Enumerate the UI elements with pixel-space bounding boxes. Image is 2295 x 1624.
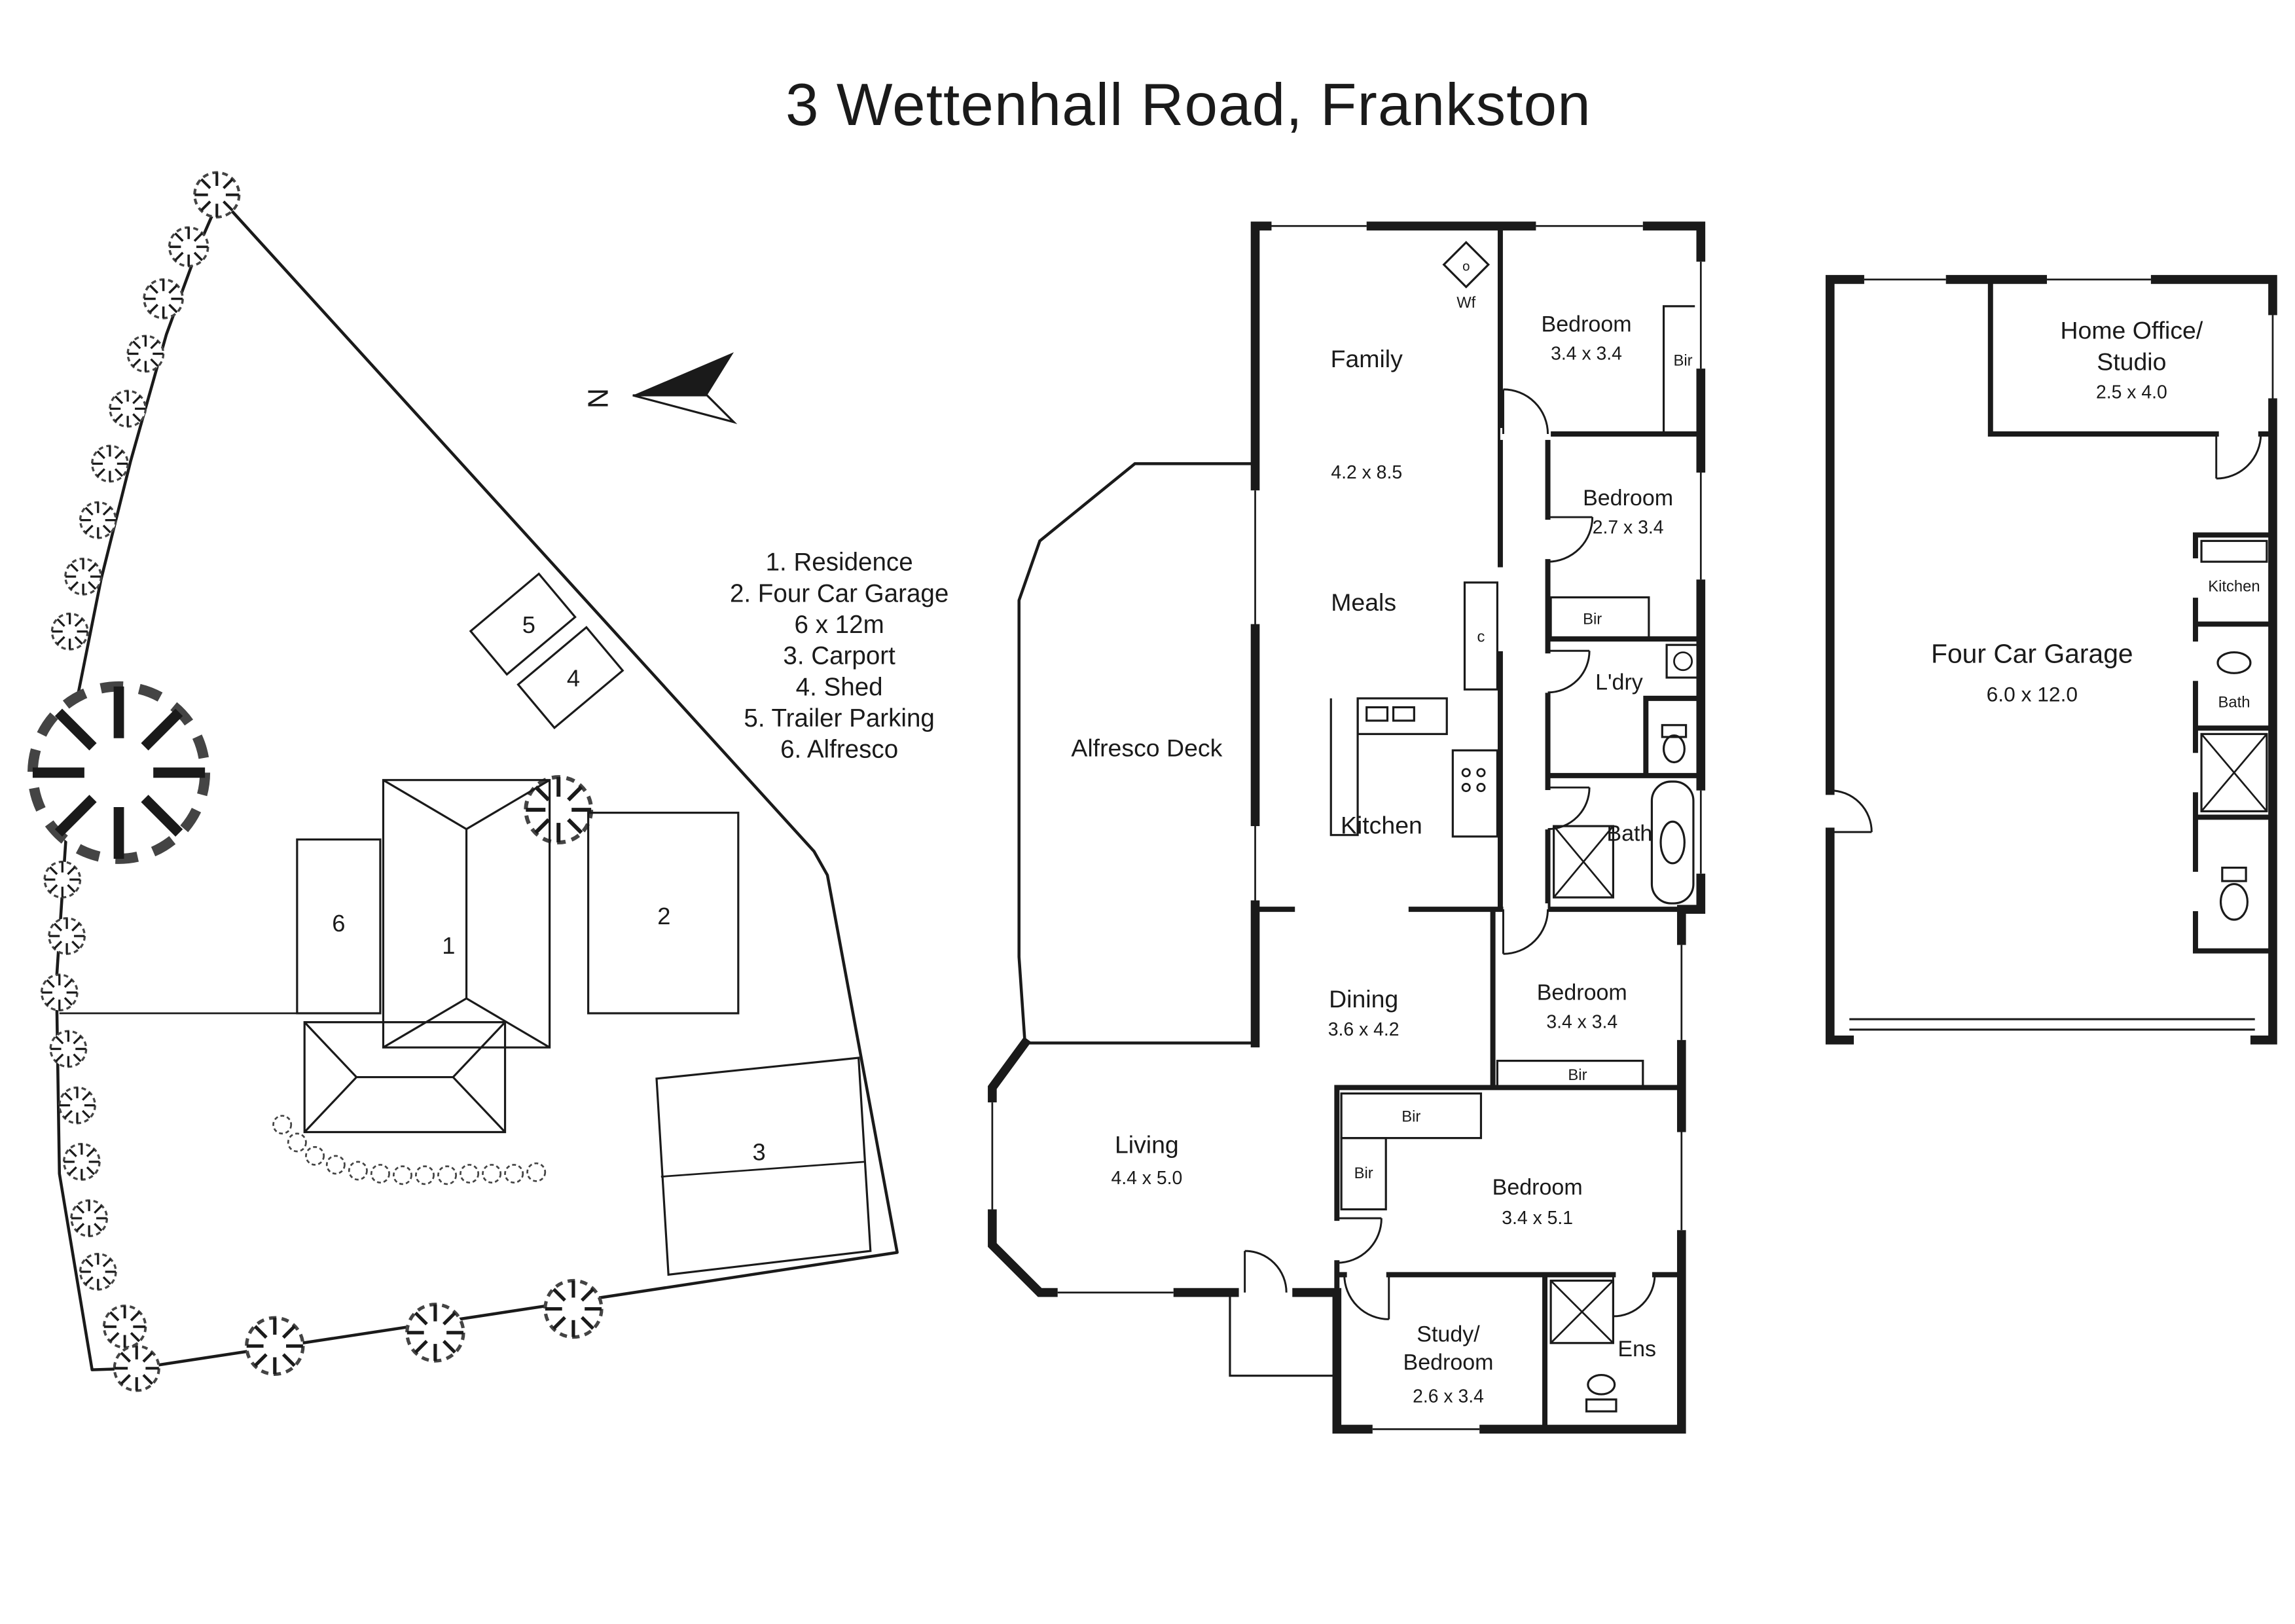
- carport-outline: [655, 1056, 872, 1276]
- site-garage-outline: [587, 812, 740, 1015]
- north-arrow-light: [632, 394, 738, 424]
- boundary-trees: [33, 173, 602, 1391]
- garage-plan: Home Office/ Studio 2.5 x 4.0 Four Car G…: [1825, 273, 2279, 1045]
- label-alfresco-deck: Alfresco Deck: [1071, 734, 1222, 761]
- dims-dining: 3.6 x 4.2: [1328, 1019, 1400, 1040]
- site-legend: 1. Residence 2. Four Car Garage 6 x 12m …: [730, 549, 949, 764]
- label-study-line1: Study/: [1417, 1322, 1480, 1346]
- marker-shed: 4: [567, 665, 580, 692]
- marker-garage: 2: [657, 903, 670, 929]
- built-in-robes: [1340, 305, 1702, 1211]
- garden-beds: [272, 1115, 547, 1185]
- marker-alfresco: 6: [332, 910, 345, 937]
- garage-doors: [1830, 433, 2262, 833]
- north-arrow-dark: [632, 352, 734, 395]
- site-plan: N 1. Residence 2. Four Car Garage 6 x 12…: [33, 173, 949, 1391]
- label-bir-2: Bir: [1583, 610, 1602, 628]
- label-four-car-garage: Four Car Garage: [1931, 638, 2133, 668]
- dims-home-office: 2.5 x 4.0: [2096, 382, 2167, 403]
- shed-outline: [516, 626, 624, 730]
- label-garage-bath: Bath: [2218, 694, 2250, 712]
- legend-line: 4. Shed: [796, 673, 883, 701]
- ensuite-fixtures: [1549, 1279, 1617, 1413]
- garage-windows: [1864, 273, 2279, 399]
- legend-line: 5. Trailer Parking: [744, 704, 934, 732]
- dims-bedroom-top: 3.4 x 3.4: [1551, 344, 1622, 365]
- garage-bath-fixtures: [2200, 539, 2268, 921]
- label-study-line2: Bedroom: [1403, 1350, 1494, 1375]
- north-arrow: N: [582, 352, 738, 424]
- dims-study: 2.6 x 3.4: [1413, 1386, 1484, 1407]
- label-bedroom-mid: Bedroom: [1583, 486, 1673, 511]
- label-bir-4: Bir: [1401, 1108, 1420, 1126]
- north-label: N: [582, 388, 613, 408]
- legend-line: 6 x 12m: [795, 611, 884, 639]
- laundry-fixtures: [1661, 643, 1701, 764]
- legend-line: 6. Alfresco: [780, 736, 898, 764]
- alfresco-outline: [296, 838, 382, 1015]
- wood-fire-icon: o: [1442, 240, 1491, 289]
- label-meals: Meals: [1331, 588, 1396, 616]
- dims-living: 4.4 x 5.0: [1111, 1168, 1182, 1189]
- label-bedroom-lower: Bedroom: [1492, 1175, 1583, 1200]
- porch-outline: [1229, 1291, 1338, 1377]
- legend-line: 3. Carport: [783, 642, 895, 670]
- label-family: Family: [1331, 345, 1403, 372]
- label-laundry: L'dry: [1595, 670, 1643, 695]
- label-bir-3: Bir: [1568, 1066, 1587, 1084]
- garage-interior-walls: [1987, 277, 2275, 954]
- label-living: Living: [1115, 1130, 1179, 1158]
- label-dining: Dining: [1329, 985, 1398, 1013]
- label-wf: Wf: [1456, 294, 1475, 312]
- label-bir-5: Bir: [1354, 1164, 1373, 1182]
- legend-line: 1. Residence: [766, 549, 913, 577]
- doors: [1238, 388, 1656, 1320]
- label-bedroom-right: Bedroom: [1537, 981, 1627, 1005]
- label-bedroom-top: Bedroom: [1542, 312, 1632, 336]
- interior-walls: [1252, 223, 1704, 1432]
- main-house-plan: o: [986, 220, 1707, 1435]
- dims-bedroom-lower: 3.4 x 5.1: [1502, 1208, 1573, 1229]
- label-cupboard: c: [1477, 628, 1485, 646]
- label-kitchen: Kitchen: [1341, 811, 1422, 839]
- dims-family: 4.2 x 8.5: [1331, 462, 1402, 483]
- dims-bedroom-mid: 2.7 x 3.4: [1593, 517, 1664, 538]
- garage-door: [1849, 1018, 2255, 1031]
- label-bath: Bath: [1606, 821, 1652, 846]
- label-ensuite: Ens: [1617, 1337, 1656, 1362]
- windows: [986, 220, 1707, 1435]
- marker-carport: 3: [752, 1139, 765, 1166]
- label-garage-kitchen: Kitchen: [2208, 578, 2260, 596]
- dims-four-car-garage: 6.0 x 12.0: [1987, 682, 2078, 706]
- page-title: 3 Wettenhall Road, Frankston: [786, 72, 1591, 138]
- label-bir-1: Bir: [1674, 352, 1693, 370]
- label-home-office-line2: Studio: [2097, 348, 2166, 375]
- label-home-office-line1: Home Office/: [2060, 317, 2203, 344]
- bath-fixtures: [1553, 780, 1695, 905]
- wood-fire-symbol: o: [1462, 259, 1470, 274]
- marker-residence: 1: [442, 932, 455, 959]
- kitchen-fixtures: [1329, 697, 1498, 838]
- dims-bedroom-right: 3.4 x 3.4: [1546, 1012, 1617, 1033]
- trailer-parking-outline: [469, 572, 577, 676]
- large-tree: [33, 687, 205, 859]
- legend-line: 2. Four Car Garage: [730, 579, 949, 607]
- residence-roof: [303, 779, 551, 1134]
- marker-trailer-parking: 5: [522, 611, 535, 638]
